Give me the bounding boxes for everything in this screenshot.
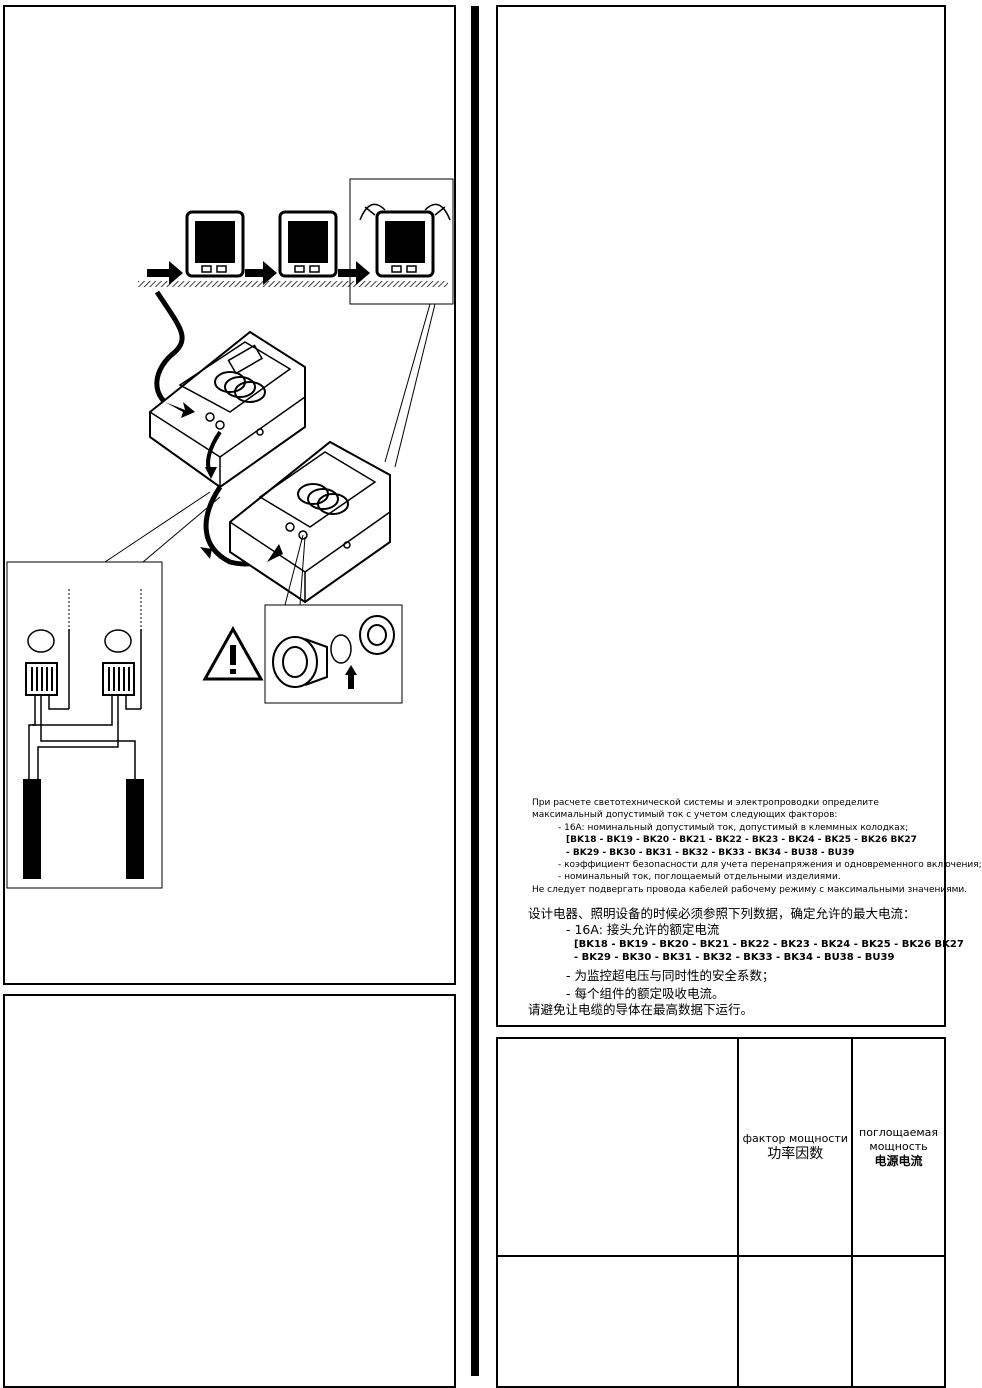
notes-zh-item3: - 每个组件的额定吸收电流。 [566,986,725,1001]
table-header-absorbed-power: поглощаемая мощность 电源电流 [851,1037,946,1257]
power-factor-zh: 功率因数 [767,1145,824,1162]
table-cell [851,1255,946,1388]
notes-panel [496,5,946,1027]
absorbed-power-ru-1: поглощаемая [859,1126,939,1139]
notes-ru: При расчете светотехнической системы и э… [532,797,982,896]
junction-box-2 [229,440,391,604]
notes-ru-intro: При расчете светотехнической системы и э… [532,798,879,821]
notes-zh-intro: 设计电器、照明设备的时候必须参照下列数据，确定允许的最大电流： [528,906,916,921]
table-header-empty [495,1037,740,1257]
table-header-power-factor: фактор мощности 功率因数 [737,1037,854,1257]
power-table: фактор мощности 功率因数 поглощаемая мощност… [495,1037,946,1388]
floodlight-1 [185,210,245,278]
floodlight-3 [359,203,451,278]
installation-diagram [6,178,454,889]
notes-ru-item3: - номинальный ток, поглощаемый отдельным… [558,872,841,883]
absorbed-power-zh: 电源电流 [874,1154,923,1168]
column-divider [471,6,479,1376]
wiring-scheme [23,589,144,879]
power-factor-ru: фактор мощности [742,1131,848,1145]
cable-gland [272,615,395,689]
installation-panel [3,5,456,985]
notes-ru-item1: - 16A: номинальный допустимый ток, допус… [558,822,909,833]
notes-ru-item2: - коэффициент безопасности для учета пер… [558,860,982,871]
junction-box-1 [149,330,306,489]
absorbed-power-ru-2: мощность [869,1140,928,1153]
table-cell [495,1255,740,1388]
blank-panel-left [3,994,456,1388]
notes-zh-codes1: [BK18 - BK19 - BK20 - BK21 - BK22 - BK23… [574,939,964,950]
floodlight-2 [278,210,338,278]
notes-zh-item1: - 16A: 接头允许的额定电流 [566,922,720,937]
table-cell [737,1255,854,1388]
notes-zh-warning: 请避免让电缆的导体在最高数据下运行。 [528,1002,754,1017]
notes-ru-codes1: [BK18 - BK19 - BK20 - BK21 - BK22 - BK23… [566,835,917,846]
notes-zh: 设计电器、照明设备的时候必须参照下列数据，确定允许的最大电流： - 16A: 接… [528,906,964,1018]
warning-icon [202,625,264,681]
notes-ru-warning: Не следует подвергать провода кабелей ра… [532,884,968,895]
notes-zh-codes2: - BK29 - BK30 - BK31 - BK32 - BK33 - BK3… [574,952,895,963]
notes-ru-codes2: - BK29 - BK30 - BK31 - BK32 - BK33 - BK3… [566,847,855,858]
notes-zh-item2: - 为监控超电压与同时性的安全系数； [566,968,775,983]
